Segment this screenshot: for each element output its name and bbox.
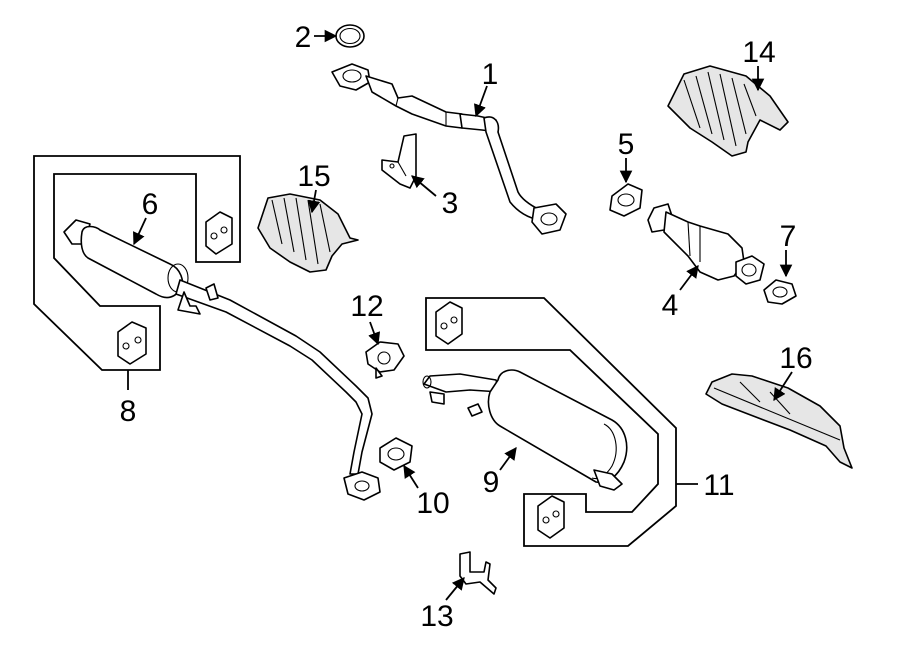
callout-3: 3 (442, 187, 459, 220)
callout-13: 13 (420, 600, 453, 633)
part-6-resonator-pipe (63, 219, 381, 501)
callout-4: 4 (662, 289, 679, 322)
part-13-hanger-bracket (459, 551, 497, 595)
leader-15 (307, 189, 321, 214)
callout-16: 16 (779, 342, 812, 375)
part-10-gasket (379, 437, 413, 471)
leader-3 (411, 175, 437, 197)
callout-2: 2 (295, 21, 312, 54)
part-5-gasket (609, 183, 643, 217)
group-outline-11 (425, 297, 677, 547)
part-15-heat-shield (257, 193, 359, 273)
leader-9 (499, 446, 517, 471)
callout-1: 1 (482, 58, 499, 91)
callout-14: 14 (742, 36, 775, 69)
leader-6 (133, 217, 147, 246)
callout-12: 12 (350, 290, 383, 323)
callout-10: 10 (416, 487, 449, 520)
part-12-hanger-clamp (365, 341, 405, 379)
callout-9: 9 (483, 466, 500, 499)
part-11-hanger-top (435, 301, 463, 345)
part-4-catalytic-converter (647, 203, 765, 285)
part-1-front-pipe (331, 63, 567, 235)
part-7-gasket (763, 279, 797, 305)
leader-10 (403, 464, 419, 489)
callout-5: 5 (618, 128, 635, 161)
callout-15: 15 (297, 160, 330, 193)
part-8-hanger-bottom (117, 321, 147, 365)
part-3-bracket (381, 133, 417, 189)
part-16-heat-shield (705, 373, 853, 469)
leader-1 (473, 85, 488, 118)
callout-8: 8 (120, 395, 137, 428)
group-outline-8 (33, 155, 241, 371)
part-8-hanger-top (205, 211, 233, 255)
leader-12 (368, 321, 381, 346)
leader-16 (773, 371, 793, 402)
callout-7: 7 (780, 220, 797, 253)
leader-13 (445, 577, 465, 601)
part-11-hanger-bottom (537, 495, 565, 539)
callout-6: 6 (142, 188, 159, 221)
part-14-heat-shield (667, 65, 789, 157)
leader-4 (679, 264, 699, 291)
part-9-muffler (422, 369, 628, 491)
part-2-gasket-ring (335, 24, 365, 48)
callout-11: 11 (703, 469, 734, 502)
